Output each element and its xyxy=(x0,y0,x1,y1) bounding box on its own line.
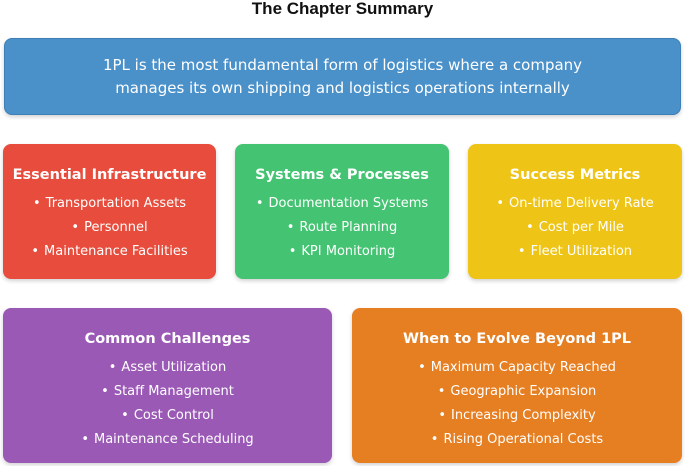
card-title: When to Evolve Beyond 1PL xyxy=(402,331,632,347)
card-list: • Asset Utilization • Staff Management • Co… xyxy=(3,356,332,452)
evolve-beyond-1pl-card: When to Evolve Beyond 1PL • Maximum Capac… xyxy=(352,308,682,463)
bullet-icon: • xyxy=(286,220,295,235)
bullet-icon: • xyxy=(255,196,264,211)
intro-line-1: 1PL is the most fundamental form of logi… xyxy=(102,55,583,74)
card-title: Common Challenges xyxy=(84,331,251,347)
list-item-label: Asset Utilization xyxy=(121,360,227,375)
list-item-label: Increasing Complexity xyxy=(450,408,596,423)
list-item-label: Maintenance Scheduling xyxy=(93,432,254,447)
list-item: • Increasing Complexity xyxy=(352,404,682,428)
list-item-label: Maintenance Facilities xyxy=(44,244,188,259)
bullet-icon: • xyxy=(418,360,426,375)
list-item: • Rising Operational Costs xyxy=(352,428,682,452)
bullet-icon: • xyxy=(121,408,129,423)
bullet-icon: • xyxy=(101,384,109,399)
list-item: • On-time Delivery Rate xyxy=(468,192,682,216)
bullet-icon: • xyxy=(31,244,40,259)
card-title: Essential Infrastructure xyxy=(12,167,207,183)
list-item-label: Documentation Systems xyxy=(268,196,429,211)
list-item-label: Rising Operational Costs xyxy=(443,432,604,447)
list-item-label: Geographic Expansion xyxy=(450,384,597,399)
list-item-label: On-time Delivery Rate xyxy=(509,196,654,211)
list-item: • KPI Monitoring xyxy=(235,240,449,264)
list-item: • Cost per Mile xyxy=(468,216,682,240)
card-list: • Maximum Capacity Reached • Geographic Ex… xyxy=(352,356,682,452)
card-title: Systems & Processes xyxy=(255,167,429,183)
list-item-label: Maximum Capacity Reached xyxy=(430,360,616,375)
bullet-icon: • xyxy=(71,220,80,235)
bullet-icon: • xyxy=(430,432,439,447)
list-item: • Personnel xyxy=(3,216,216,240)
bullet-icon: • xyxy=(33,196,41,211)
list-item-label: Cost per Mile xyxy=(538,220,624,235)
list-item: • Asset Utilization xyxy=(3,356,332,380)
bullet-icon: • xyxy=(108,360,117,375)
list-item-label: Staff Management xyxy=(113,384,234,399)
card-title: Success Metrics xyxy=(509,167,641,183)
list-item-label: Route Planning xyxy=(299,220,398,235)
list-item: • Documentation Systems xyxy=(235,192,449,216)
common-challenges-card: Common Challenges • Asset Utilization • St… xyxy=(3,308,332,463)
card-list: • On-time Delivery Rate • Cost per Mile • F… xyxy=(468,192,682,264)
intro-line-2: manages its own shipping and logistics o… xyxy=(115,78,570,97)
essential-infrastructure-card: Essential Infrastructure • Transportation… xyxy=(3,144,216,279)
list-item-label: Fleet Utilization xyxy=(530,244,633,259)
list-item: • Geographic Expansion xyxy=(352,380,682,404)
bullet-icon: • xyxy=(437,384,446,399)
list-item: • Route Planning xyxy=(235,216,449,240)
bullet-icon: • xyxy=(496,196,505,211)
bullet-icon: • xyxy=(288,244,297,259)
list-item: • Staff Management xyxy=(3,380,332,404)
list-item-label: Cost Control xyxy=(133,408,214,423)
bullet-icon: • xyxy=(81,432,89,447)
card-list: •Documentation Systems •Route Planning •… xyxy=(235,192,449,264)
bullet-icon: • xyxy=(526,220,534,235)
list-item: • Maximum Capacity Reached xyxy=(352,356,682,380)
bullet-icon: • xyxy=(438,408,446,423)
card-list: • Transportation Assets • Personnel • Maint… xyxy=(3,192,216,264)
list-item-label: Personnel xyxy=(84,220,148,235)
page-title: The Chapter Summary xyxy=(251,0,434,18)
intro-box: 1PL is the most fundamental form of logi… xyxy=(4,38,681,115)
list-item: • Fleet Utilization xyxy=(468,240,682,264)
list-item: • Cost Control xyxy=(3,404,332,428)
systems-processes-card: Systems & Processes • Documentation Syste… xyxy=(235,144,449,279)
bullet-icon: • xyxy=(517,244,526,259)
list-item: • Transportation Assets xyxy=(3,192,216,216)
success-metrics-card: Success Metrics • On-time Delivery Rate •… xyxy=(468,144,682,279)
list-item-label: Transportation Assets xyxy=(45,196,186,211)
list-item: • Maintenance Facilities xyxy=(3,240,216,264)
list-item: • Maintenance Scheduling xyxy=(3,428,332,452)
list-item-label: KPI Monitoring xyxy=(301,244,396,259)
